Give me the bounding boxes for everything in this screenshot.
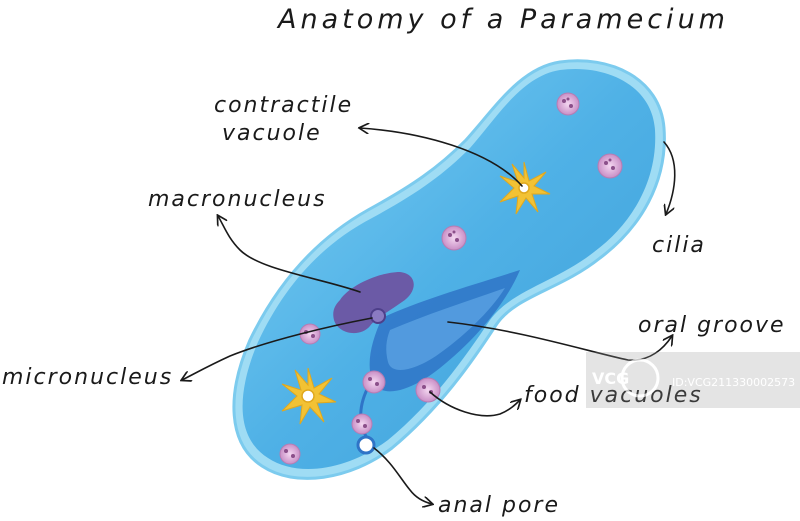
label-contractile-vacuole-line2: vacuole (222, 121, 322, 146)
food-vacuole (351, 413, 373, 435)
anal-pore-shape (356, 435, 376, 455)
food-vacuole (362, 370, 386, 394)
food-vacuole (299, 323, 321, 345)
paramecium-body (232, 59, 666, 480)
label-contractile-vacuole-line1: contractile (214, 93, 353, 118)
macronucleus-shape (333, 272, 414, 334)
arrow-food-vacuoles (429, 391, 520, 417)
food-vacuole (415, 377, 441, 403)
watermark: VCG ID:VCG211330002573 (586, 352, 800, 408)
arrow-oral-groove (447, 321, 672, 361)
arrow-cilia (663, 141, 676, 214)
label-cilia: cilia (652, 233, 706, 258)
label-macronucleus: macronucleus (148, 187, 327, 212)
food-vacuole (597, 153, 623, 179)
label-anal-pore: anal pore (438, 493, 560, 518)
food-vacuole (556, 92, 580, 116)
watermark-logo-text: VCG (592, 369, 629, 388)
label-micronucleus: micronucleus (2, 365, 173, 390)
arrow-micronucleus (182, 317, 373, 380)
watermark-logo-icon (620, 358, 660, 398)
food-vacuole (441, 225, 467, 251)
label-oral-groove: oral groove (638, 313, 786, 338)
cell-cytoplasm (242, 68, 656, 470)
diagram-title: Anatomy of a Paramecium (276, 4, 729, 35)
label-food-vacuoles: food vacuoles (524, 383, 703, 408)
contractile-vacuole-bottom (281, 367, 337, 425)
arrow-contractile-vacuole (360, 128, 523, 187)
oral-groove-highlight (386, 288, 505, 370)
watermark-id: ID:VCG211330002573 (672, 376, 795, 389)
micronucleus-shape (370, 308, 386, 324)
arrow-macronucleus (218, 216, 361, 293)
food-vacuole (279, 443, 301, 465)
arrow-anal-pore (373, 447, 432, 504)
